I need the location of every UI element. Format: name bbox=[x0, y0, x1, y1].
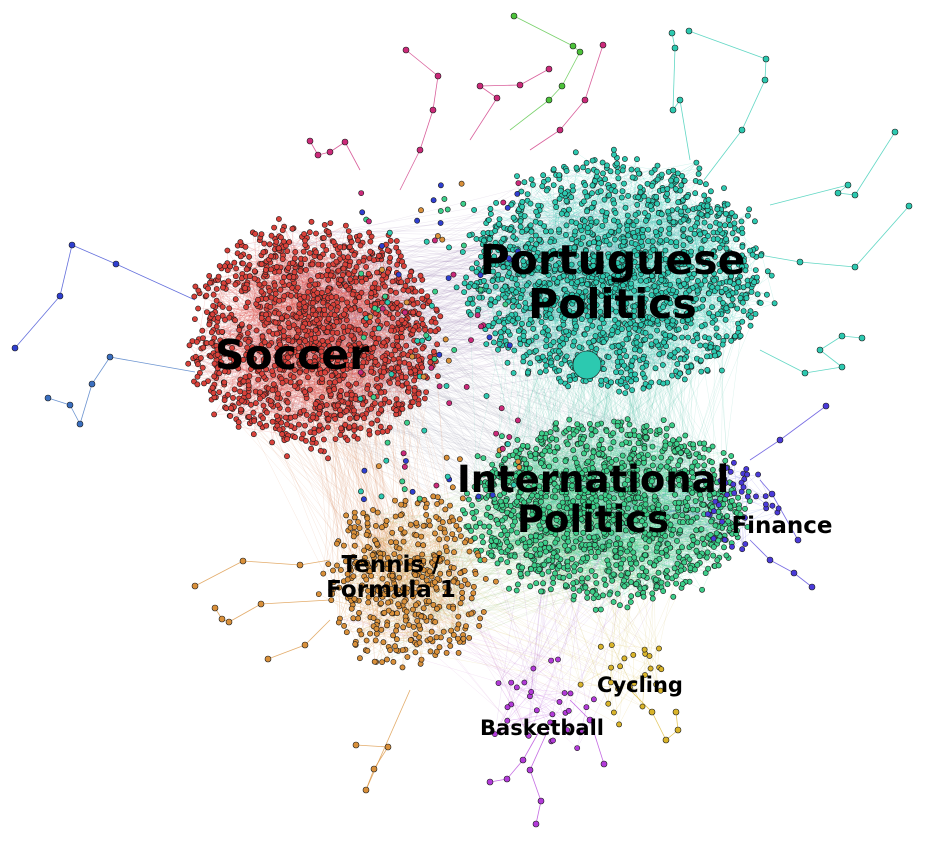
graph-edge bbox=[306, 371, 314, 439]
graph-edge bbox=[249, 324, 367, 424]
graph-edge bbox=[214, 264, 301, 364]
graph-edge bbox=[273, 267, 308, 345]
graph-edge bbox=[279, 236, 345, 315]
graph-edge bbox=[217, 281, 283, 350]
graph-edge bbox=[211, 351, 322, 400]
graph-edge bbox=[208, 288, 369, 317]
graph-edge bbox=[310, 315, 347, 433]
graph-edge bbox=[360, 232, 370, 277]
graph-edge bbox=[274, 238, 381, 328]
graph-edge bbox=[268, 240, 306, 320]
graph-edge bbox=[348, 358, 369, 429]
graph-edge bbox=[353, 291, 384, 368]
graph-edge bbox=[265, 410, 367, 414]
graph-edge bbox=[351, 315, 368, 408]
graph-edge bbox=[247, 234, 330, 283]
graph-edge bbox=[225, 283, 327, 406]
graph-edge bbox=[195, 296, 206, 357]
graph-edge bbox=[283, 226, 301, 272]
graph-edge bbox=[194, 318, 278, 406]
graph-edge bbox=[209, 282, 270, 332]
graph-edge bbox=[250, 359, 363, 416]
graph-edge bbox=[207, 288, 308, 345]
graph-edge bbox=[279, 271, 401, 349]
edge-layer bbox=[14, 15, 910, 825]
graph-edge bbox=[223, 322, 399, 383]
graph-edge bbox=[274, 238, 381, 328]
graph-edge bbox=[215, 280, 243, 383]
graph-edge bbox=[274, 255, 375, 329]
graph-edge bbox=[216, 312, 300, 363]
graph-edge bbox=[225, 288, 386, 346]
graph-edge bbox=[214, 408, 348, 415]
graph-edge bbox=[313, 350, 385, 393]
graph-edge bbox=[240, 241, 295, 429]
graph-edge bbox=[211, 299, 342, 315]
graph-edge bbox=[244, 285, 278, 323]
graph-edge bbox=[288, 328, 411, 419]
graph-edge bbox=[299, 376, 402, 383]
graph-edge bbox=[290, 367, 318, 402]
graph-edge bbox=[222, 331, 287, 347]
graph-edge bbox=[265, 410, 311, 421]
graph-edge bbox=[315, 375, 438, 408]
graph-edge bbox=[194, 296, 310, 325]
graph-edge bbox=[288, 418, 346, 426]
graph-edge bbox=[251, 366, 399, 422]
graph-edge bbox=[366, 315, 419, 367]
graph-edge bbox=[328, 231, 343, 357]
graph-edge bbox=[247, 302, 434, 319]
graph-edge bbox=[337, 348, 372, 406]
graph-edge bbox=[313, 417, 357, 440]
graph-edge bbox=[353, 291, 426, 377]
graph-edge bbox=[368, 273, 391, 428]
graph-edge bbox=[359, 261, 412, 273]
graph-edge bbox=[294, 231, 349, 438]
graph-edge bbox=[207, 236, 303, 382]
graph-edge bbox=[230, 394, 261, 417]
graph-edge bbox=[209, 322, 334, 388]
graph-edge bbox=[280, 340, 415, 345]
